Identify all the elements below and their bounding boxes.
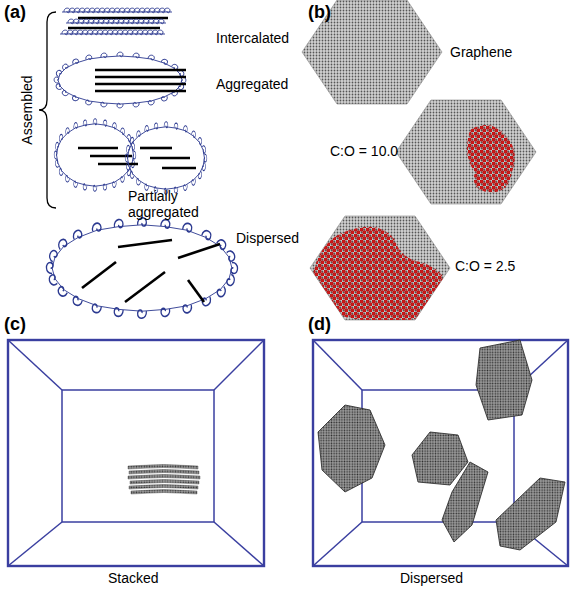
state-label: Intercalated — [216, 30, 289, 46]
state-label: Stacked — [108, 570, 159, 586]
panel-letter: (c) — [4, 314, 26, 334]
group-label: Assembled — [19, 75, 35, 144]
panel-letter: (a) — [4, 2, 26, 22]
panel-letter: (b) — [308, 2, 331, 22]
ratio-label: C:O = 2.5 — [455, 258, 515, 274]
state-label: Dispersed — [236, 230, 299, 246]
ratio-label: C:O = 10.0 — [330, 143, 398, 159]
state-label: Dispersed — [400, 570, 463, 586]
sheet-label: Graphene — [450, 44, 512, 60]
state-label: Aggregated — [216, 76, 288, 92]
state-label: Partially aggregated — [128, 188, 212, 220]
panel-letter: (d) — [308, 314, 331, 334]
